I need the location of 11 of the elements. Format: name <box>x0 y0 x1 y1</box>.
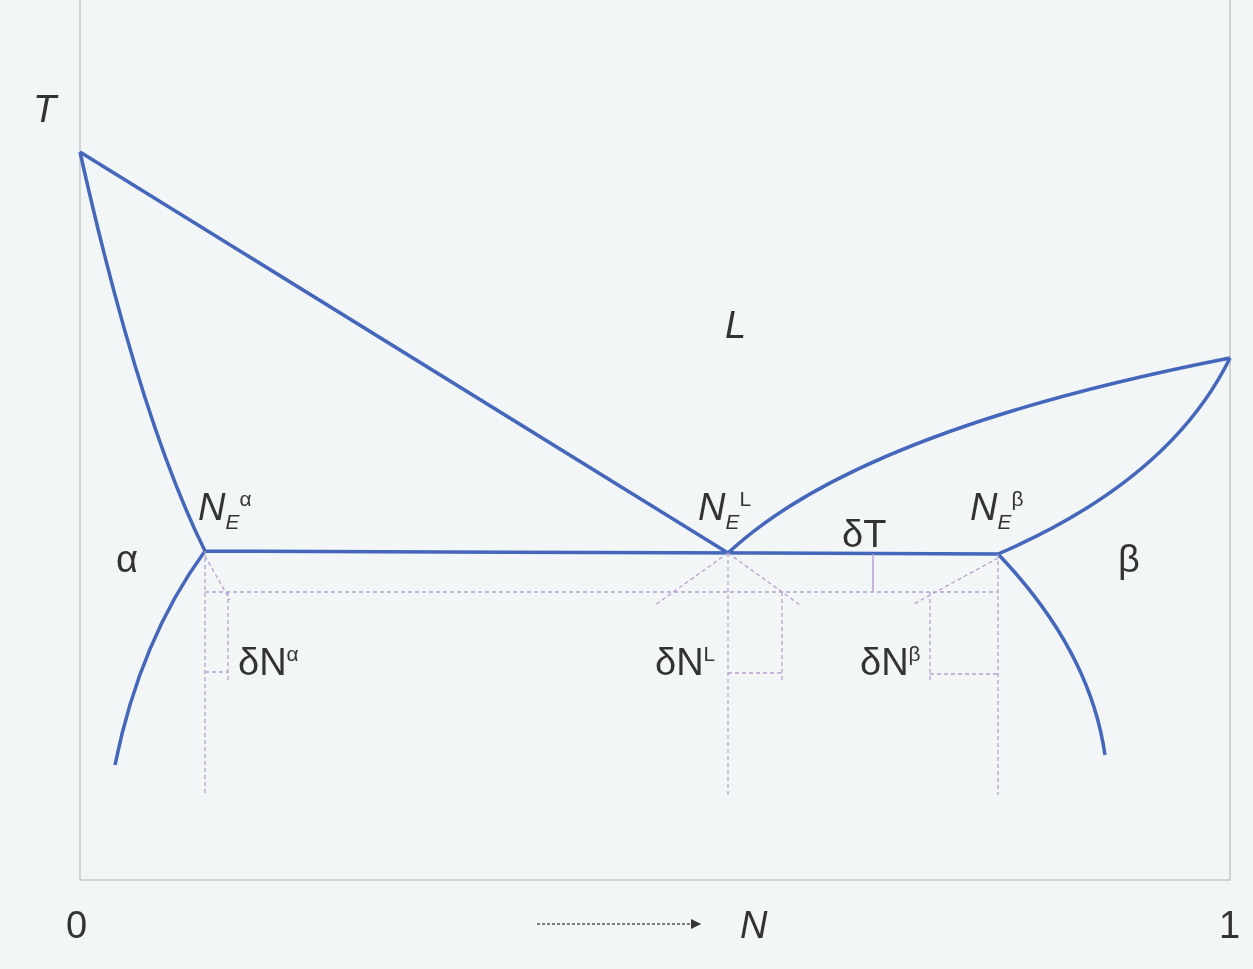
dimension-label: δN$^{α}$ <box>238 643 299 681</box>
tick-label: 1 <box>1219 906 1241 944</box>
dimension-label: δT <box>842 515 887 553</box>
dimension-label: δN$^{L}$ <box>655 643 716 681</box>
region-label: L <box>725 306 747 344</box>
axis-label: T <box>33 90 57 128</box>
region-label: β <box>1118 540 1140 578</box>
tick-label: 0 <box>66 906 88 944</box>
dimension-label: δN$^{β}$ <box>860 643 921 681</box>
region-label: α <box>116 540 138 578</box>
axis-label: N <box>740 906 768 944</box>
